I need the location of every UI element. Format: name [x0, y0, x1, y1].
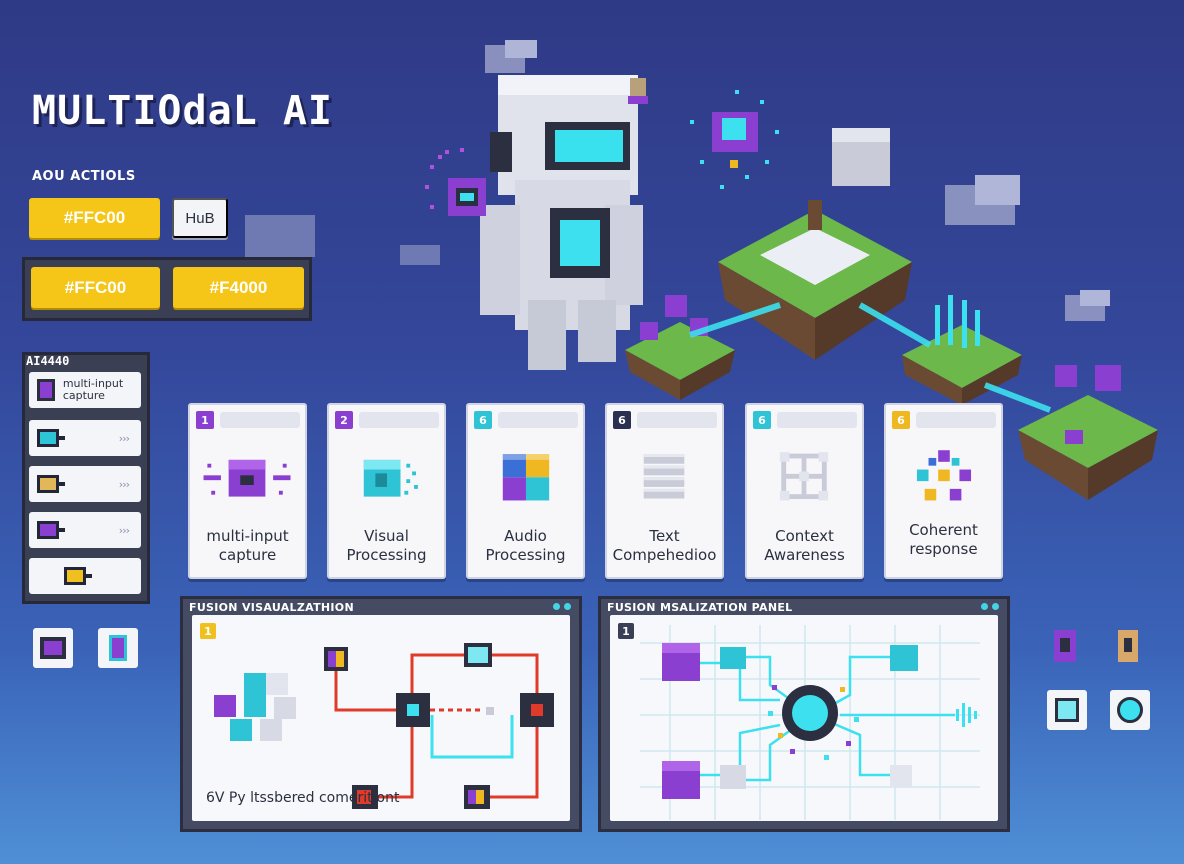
- stage-card-response[interactable]: 6 Coherent response: [884, 403, 1003, 579]
- cyan-connector-icon: [37, 429, 65, 447]
- capture-tile-button[interactable]: [33, 628, 73, 668]
- context-lattice-icon: [779, 452, 829, 501]
- sidebar-item-4[interactable]: ›››: [29, 512, 141, 548]
- image-icon: [1055, 698, 1079, 722]
- stage-label: Visual Processing: [346, 527, 427, 564]
- stage-number-badge: 6: [613, 411, 631, 429]
- stage-header-bar: [498, 412, 578, 428]
- stage-number-badge: 6: [474, 411, 492, 429]
- input-cube-icon: [203, 459, 291, 497]
- stage-label: Text Compehedioo: [612, 527, 717, 564]
- visual-cube-icon: [363, 459, 418, 497]
- screen-icon: [40, 637, 66, 659]
- swatch-button-1[interactable]: #FFC00: [31, 267, 160, 308]
- amber-connector-icon: [37, 475, 65, 493]
- stage-card-audio[interactable]: 6 Audio Processing: [466, 403, 585, 579]
- chevron-right-icon: ›››: [118, 477, 130, 491]
- chevron-right-icon: ›››: [118, 431, 130, 445]
- swatch-button-2[interactable]: #F4000: [173, 267, 304, 308]
- window-controls: [553, 603, 571, 610]
- stage-number-badge: 6: [753, 411, 771, 429]
- key-icon: [1118, 630, 1138, 662]
- stage-header-bar: [916, 412, 996, 428]
- stage-header-bar: [220, 412, 300, 428]
- stage-header-bar: [637, 412, 717, 428]
- sidebar-item-capture[interactable]: multi-input capture: [29, 372, 141, 408]
- window-controls: [981, 603, 999, 610]
- stage-card-capture[interactable]: 1 multi-input capture: [188, 403, 307, 579]
- purple-cube-icon: [37, 379, 55, 401]
- app-title: MULTIOdaL AI: [32, 88, 333, 134]
- sidebar-item-2[interactable]: ›››: [29, 420, 141, 456]
- fusion-msalization-panel: FUSION MSALIZATION PANEL 1: [598, 596, 1010, 832]
- stage-label: multi-input capture: [206, 527, 289, 564]
- image-tile-button[interactable]: [1047, 690, 1087, 730]
- panel-title: FUSION VISAUALZATHION: [189, 601, 354, 614]
- sidebar-title: AI4440: [26, 354, 70, 368]
- fusion-visualization-panel: FUSION VISAUALZATHION 1: [180, 596, 582, 832]
- text-stack-icon: [643, 454, 685, 499]
- actions-label: AOU ACTIOLS: [32, 169, 136, 184]
- panel-title: FUSION MSALIZATION PANEL: [607, 601, 793, 614]
- stage-number-badge: 2: [335, 411, 353, 429]
- stage-label: Coherent response: [909, 521, 978, 558]
- stage-card-context[interactable]: 6 Context Awareness: [745, 403, 864, 579]
- chevron-right-icon: ›››: [118, 523, 130, 537]
- sidebar-item-5[interactable]: [29, 558, 141, 594]
- sidebar-item-3[interactable]: ›››: [29, 466, 141, 502]
- stage-number-badge: 6: [892, 411, 910, 429]
- tag-decoration: [1050, 626, 1082, 666]
- device-tile-button[interactable]: [98, 628, 138, 668]
- yellow-connector-icon: [64, 567, 92, 585]
- fusion-flow-diagram: [214, 643, 554, 809]
- sidebar-item-label: multi-input capture: [62, 377, 124, 402]
- fusion-canvas[interactable]: 1: [610, 615, 998, 821]
- key-decoration: [1112, 626, 1144, 666]
- purple-connector-icon: [37, 521, 65, 539]
- panel-number-badge: 1: [618, 623, 634, 639]
- response-cluster-icon: [916, 450, 972, 501]
- stage-card-visual[interactable]: 2 Visual Processing: [327, 403, 446, 579]
- stage-label: Audio Processing: [485, 527, 566, 564]
- phone-icon: [109, 635, 127, 661]
- target-tile-button[interactable]: [1110, 690, 1150, 730]
- stage-number-badge: 1: [196, 411, 214, 429]
- panel-number-badge: 1: [200, 623, 216, 639]
- stage-header-bar: [359, 412, 439, 428]
- fusion-canvas[interactable]: 1: [192, 615, 570, 821]
- stage-header-bar: [777, 412, 857, 428]
- audio-cube-icon: [502, 454, 550, 501]
- stage-card-text[interactable]: 6 Text Compehedioo: [605, 403, 724, 579]
- tag-icon: [1054, 630, 1076, 662]
- fusion-hub-diagram: [640, 625, 980, 820]
- hub-button[interactable]: HuB: [172, 198, 228, 238]
- target-icon: [1117, 697, 1143, 723]
- primary-color-button[interactable]: #FFC00: [29, 198, 160, 238]
- fusion-caption: 6V Py ltssbered comeritiont: [206, 790, 400, 806]
- stage-label: Context Awareness: [764, 527, 845, 564]
